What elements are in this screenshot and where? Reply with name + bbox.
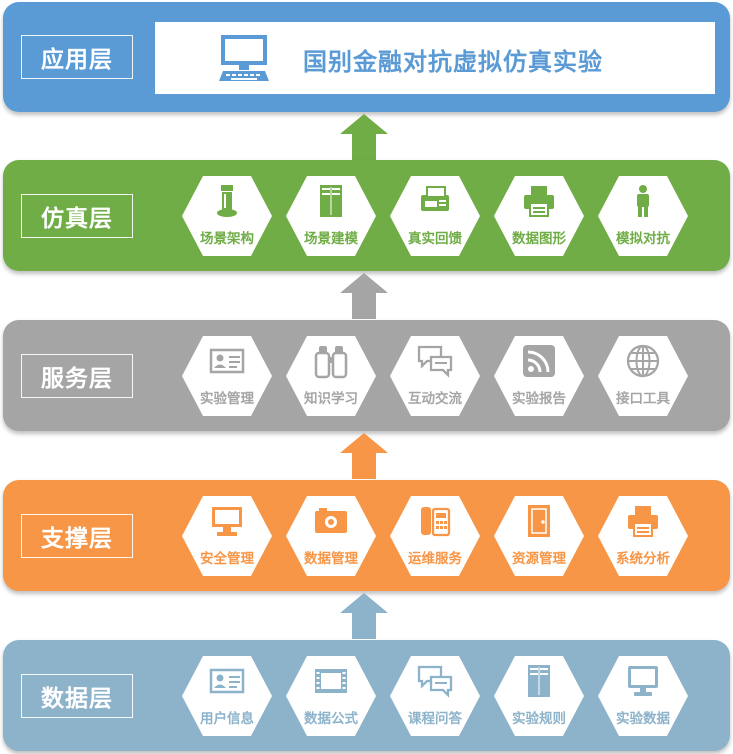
monitor-icon — [628, 666, 658, 696]
hexagon-tile — [286, 656, 376, 736]
computer-icon — [219, 35, 269, 81]
data-layer: 数据层 用户信息 数据公式 课程问答 实验规则 实验数据 — [3, 640, 730, 751]
simulation-layer: 仿真层 场景架构 场景建模 真实回馈 数据图形 模拟对抗 — [3, 160, 730, 271]
hexagon-tile — [598, 176, 688, 256]
module-4: 数据图形 — [493, 175, 585, 257]
camera-icon — [315, 508, 347, 533]
module-2: 数据管理 — [285, 495, 377, 577]
module-label: 场景建模 — [304, 231, 358, 247]
module-label: 课程问答 — [408, 711, 462, 727]
rss-icon — [523, 345, 555, 377]
module-label: 数据公式 — [304, 711, 358, 727]
application-box: 国别金融对抗虚拟仿真实验 — [155, 22, 715, 94]
layer-label: 应用层 — [21, 35, 133, 79]
person-icon — [637, 185, 649, 217]
id-card-icon — [209, 668, 245, 694]
module-label: 接口工具 — [616, 391, 670, 407]
up-arrow — [340, 593, 388, 639]
module-2: 数据公式 — [285, 655, 377, 737]
module-label: 数据图形 — [512, 231, 566, 247]
module-1: 场景架构 — [181, 175, 273, 257]
module-1: 安全管理 — [181, 495, 273, 577]
module-label: 资源管理 — [512, 551, 566, 567]
module-4: 资源管理 — [493, 495, 585, 577]
module-label: 模拟对抗 — [616, 231, 670, 247]
printer-icon — [628, 506, 658, 537]
module-3: 课程问答 — [389, 655, 481, 737]
module-3: 真实回馈 — [389, 175, 481, 257]
hexagon-tile — [286, 336, 376, 416]
chat-icon — [417, 665, 453, 698]
layer-label: 支撑层 — [21, 513, 133, 558]
module-5: 接口工具 — [597, 335, 689, 417]
module-label: 实验报告 — [512, 391, 566, 407]
id-card-icon — [209, 348, 245, 374]
module-label: 用户信息 — [200, 711, 254, 727]
module-label: 场景架构 — [200, 231, 254, 247]
module-5: 模拟对抗 — [597, 175, 689, 257]
module-5: 实验数据 — [597, 655, 689, 737]
module-3: 互动交流 — [389, 335, 481, 417]
module-4: 实验规则 — [493, 655, 585, 737]
up-arrow — [340, 433, 388, 479]
module-label: 数据管理 — [304, 551, 358, 567]
module-label: 真实回馈 — [408, 231, 462, 247]
support-layer: 支撑层 安全管理 数据管理 运维服务 资源管理 系统分析 — [3, 480, 730, 591]
door-icon — [528, 505, 550, 537]
phone-icon — [421, 507, 451, 537]
service-layer: 服务层 实验管理 知识学习 互动交流 实验报告 接口工具 — [3, 320, 730, 431]
module-3: 运维服务 — [389, 495, 481, 577]
module-4: 实验报告 — [493, 335, 585, 417]
up-arrow — [340, 114, 388, 160]
module-label: 实验管理 — [200, 391, 254, 407]
module-label: 实验数据 — [616, 711, 670, 727]
hexagon-tile — [182, 656, 272, 736]
module-2: 知识学习 — [285, 335, 377, 417]
hexagon-tile — [182, 336, 272, 416]
binoculars-icon — [314, 346, 348, 379]
layer-label: 服务层 — [21, 353, 133, 398]
hexagon-tile — [286, 496, 376, 576]
globe-icon — [626, 344, 660, 378]
chat-icon — [417, 345, 453, 378]
hexagon-tile — [390, 176, 480, 256]
module-label: 运维服务 — [408, 551, 462, 567]
module-label: 安全管理 — [200, 551, 254, 567]
printer-icon — [524, 186, 554, 217]
desktop-icon — [212, 507, 242, 536]
cylinder-icon — [217, 185, 237, 217]
module-5: 系统分析 — [597, 495, 689, 577]
layer-label: 数据层 — [21, 673, 133, 718]
film-icon — [315, 669, 347, 693]
up-arrow — [340, 273, 388, 319]
fax-icon — [421, 186, 449, 211]
cabinet-icon — [320, 185, 342, 217]
hexagon-tile — [390, 656, 480, 736]
application-layer: 应用层 国别金融对抗虚拟仿真实验 — [3, 2, 730, 112]
hexagon-tile — [390, 336, 480, 416]
module-label: 实验规则 — [512, 711, 566, 727]
module-label: 互动交流 — [408, 391, 462, 407]
cabinet-icon — [528, 665, 550, 697]
module-2: 场景建模 — [285, 175, 377, 257]
module-1: 用户信息 — [181, 655, 273, 737]
application-title: 国别金融对抗虚拟仿真实验 — [303, 48, 603, 76]
layer-label: 仿真层 — [21, 193, 133, 238]
module-1: 实验管理 — [181, 335, 273, 417]
module-label: 系统分析 — [616, 551, 670, 567]
module-label: 知识学习 — [304, 391, 358, 407]
